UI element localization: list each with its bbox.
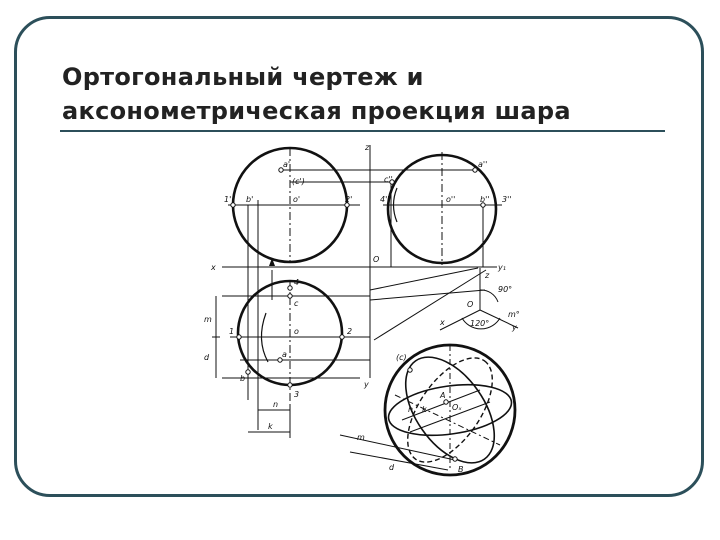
label-c-iso: (c) bbox=[396, 353, 407, 362]
label-m-iso: m bbox=[357, 433, 365, 442]
label-ox-iso: Oₓ bbox=[452, 403, 462, 412]
top-point-1 bbox=[236, 334, 242, 340]
label-y-iso: y bbox=[511, 323, 517, 332]
top-point-b bbox=[245, 369, 251, 375]
iso-diag-axis bbox=[394, 394, 501, 446]
slide-frame bbox=[14, 16, 704, 497]
label-2p: 2' bbox=[345, 195, 352, 204]
title-underline bbox=[60, 130, 665, 132]
iso-ellipse-profile bbox=[407, 357, 493, 463]
iso-sphere: (c) A Oₓ B n k m d bbox=[339, 343, 517, 477]
iso-ellipse-horizontal bbox=[387, 383, 513, 437]
front-point-1 bbox=[230, 202, 236, 208]
label-a1: a' bbox=[283, 160, 290, 169]
iso-point-b bbox=[452, 456, 458, 462]
label-k-iso: k bbox=[422, 405, 427, 414]
label-z: z bbox=[364, 143, 370, 152]
label-d: d bbox=[204, 353, 210, 362]
label-90: 90° bbox=[498, 285, 512, 294]
iso-dim-m bbox=[339, 434, 456, 461]
iso-point-a bbox=[443, 399, 449, 405]
label-b-iso: B bbox=[458, 465, 464, 474]
label-b2: b'' bbox=[480, 195, 489, 204]
iso-point-c bbox=[407, 367, 413, 373]
label-c2: c'' bbox=[384, 175, 393, 184]
side-point-c bbox=[389, 179, 395, 185]
label-4pp: 4'' bbox=[380, 195, 390, 204]
label-3: 3 bbox=[294, 390, 299, 399]
angle-120-arc bbox=[461, 317, 501, 330]
top-point-4 bbox=[287, 285, 293, 291]
label-o2: o'' bbox=[446, 195, 455, 204]
front-arrow-head bbox=[269, 258, 275, 266]
label-y: y bbox=[363, 380, 369, 389]
top-arc bbox=[260, 312, 269, 363]
label-1: 1 bbox=[229, 327, 234, 336]
top-point-2 bbox=[339, 334, 345, 340]
label-3pp: 3'' bbox=[502, 195, 512, 204]
label-a2: a'' bbox=[478, 160, 487, 169]
side-arc bbox=[392, 187, 398, 223]
top-point-3 bbox=[287, 382, 293, 388]
title-line-1: Ортогональный чертеж и bbox=[62, 63, 424, 91]
iso-hatch-1 bbox=[401, 389, 481, 421]
iso-hatch-2 bbox=[409, 401, 491, 433]
label-x-iso: x bbox=[439, 318, 445, 327]
side-point-a bbox=[472, 167, 478, 173]
label-4: 4 bbox=[294, 278, 299, 287]
label-m: m bbox=[204, 315, 212, 324]
iso-dim-d bbox=[349, 451, 449, 471]
label-120: 120° bbox=[470, 319, 489, 328]
label-a-iso: A bbox=[439, 391, 445, 400]
label-k: k bbox=[268, 422, 273, 431]
label-n: n bbox=[273, 400, 278, 409]
side-point-b bbox=[480, 202, 486, 208]
label-x: x bbox=[210, 263, 216, 272]
label-1p: 1' bbox=[224, 195, 231, 204]
front-point-a bbox=[278, 167, 284, 173]
label-2: 2 bbox=[347, 327, 352, 336]
transfer-line-2 bbox=[369, 289, 486, 301]
top-point-a bbox=[277, 357, 283, 363]
iso-axes-diagram bbox=[439, 268, 519, 331]
angle-90-arc bbox=[479, 289, 499, 303]
label-o1: o' bbox=[293, 195, 300, 204]
top-point-c bbox=[287, 293, 293, 299]
label-m-deg: m° bbox=[508, 310, 520, 319]
label-b1: b' bbox=[246, 195, 253, 204]
top-view: 4 c 1 o 2 a b 3 bbox=[222, 278, 370, 410]
dimension-lines bbox=[212, 296, 291, 438]
label-y1: y₁ bbox=[497, 263, 506, 272]
label-n-iso: n bbox=[408, 405, 413, 414]
iso-x-axis bbox=[439, 309, 481, 331]
label-d-iso: d bbox=[389, 463, 395, 472]
side-view: a'' c'' 4'' o'' b'' 3'' bbox=[380, 152, 512, 267]
label-b: b bbox=[240, 374, 245, 383]
slide-title: Ортогональный чертеж и аксонометрическая… bbox=[62, 60, 682, 128]
label-z-iso: z bbox=[484, 271, 490, 280]
label-o: o bbox=[294, 327, 299, 336]
label-c: c bbox=[294, 299, 299, 308]
axis-lines bbox=[222, 145, 497, 380]
label-c1: (c') bbox=[292, 177, 305, 186]
transfer-line-3 bbox=[373, 269, 487, 341]
label-o-origin: O bbox=[373, 255, 379, 264]
transfer-line bbox=[369, 267, 479, 291]
label-o-iso: O bbox=[467, 300, 473, 309]
label-a: a bbox=[282, 350, 287, 359]
title-line-2: аксонометрическая проекция шара bbox=[62, 97, 571, 125]
front-point-2 bbox=[344, 202, 350, 208]
